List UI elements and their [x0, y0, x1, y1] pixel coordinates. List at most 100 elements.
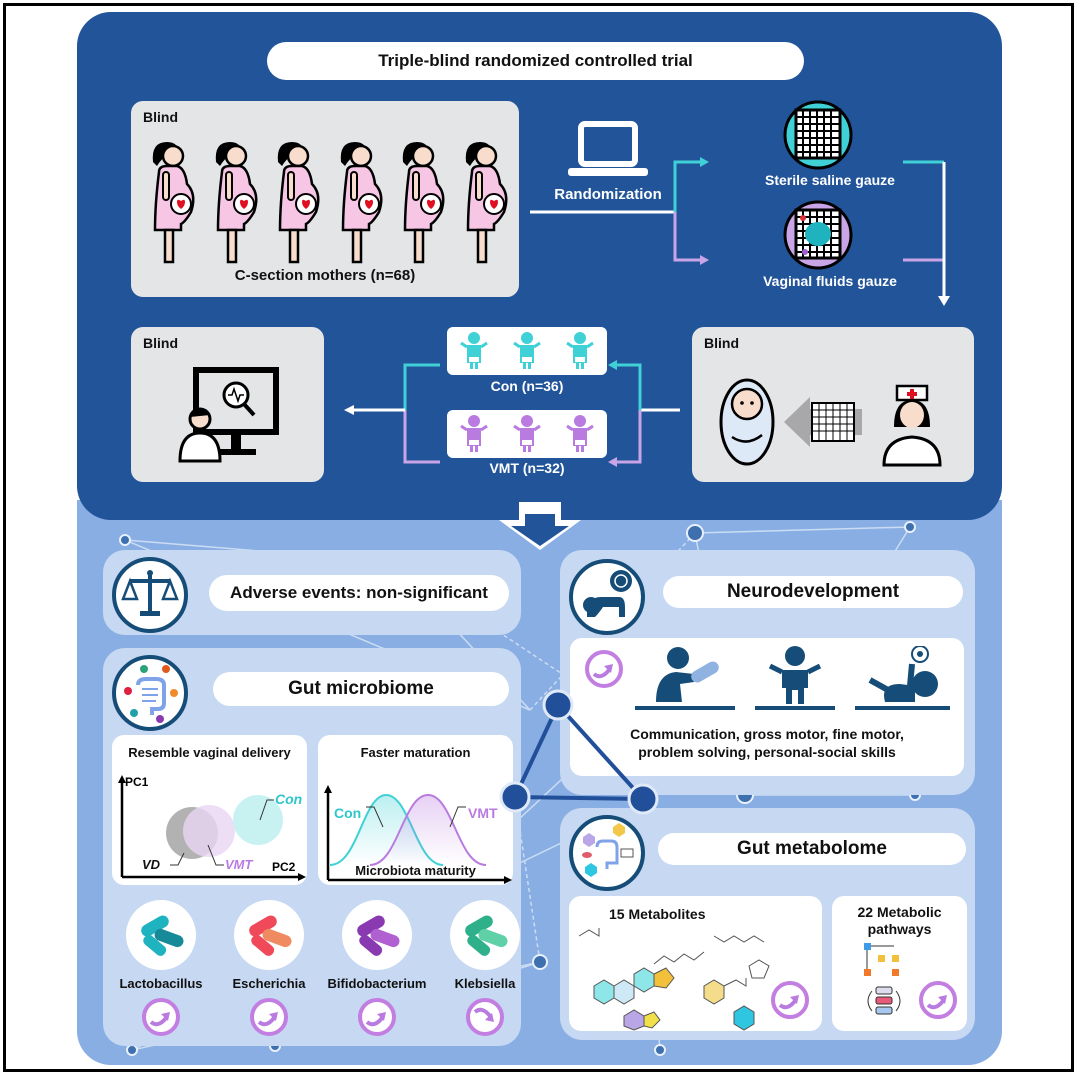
increase-arrow-icon — [585, 650, 623, 688]
lying-child-ball-icon — [855, 646, 950, 710]
standing-child-icon — [755, 646, 835, 710]
escherichia-icon — [234, 900, 304, 970]
decrease-arrow-icon — [466, 998, 504, 1036]
pathway-diagram-icon — [864, 943, 901, 1015]
pca-legend-vmt: VMT — [225, 857, 253, 872]
con-group-label: Con (n=36) — [490, 378, 564, 394]
klebsiella-icon — [450, 900, 520, 970]
sitting-child-icon — [635, 647, 735, 710]
network-node-large — [499, 781, 531, 813]
network-node — [904, 521, 916, 533]
pca-x-axis-label: PC2 — [272, 860, 296, 874]
nurse-icon — [882, 384, 942, 467]
adverse-events-label: Adverse events: non-significant — [209, 575, 509, 611]
randomization-label: Randomization — [554, 186, 662, 203]
pregnant-mother-icon — [277, 142, 320, 264]
pathways-label-line-2: pathways — [867, 921, 932, 937]
down-arrow-icon — [499, 502, 581, 550]
assessment-box: Blind — [131, 327, 324, 482]
infant-icon — [566, 415, 595, 452]
con-infants-row — [447, 327, 607, 375]
maturation-x-axis-label: Microbiota maturity — [355, 863, 476, 878]
vmt-infants-box — [447, 410, 607, 458]
network-node-large — [627, 783, 659, 815]
metabolite-structures-illustration — [578, 928, 770, 1031]
neurodevelopment-card: Neurodevelopment — [560, 550, 975, 795]
con-cluster — [233, 795, 283, 845]
skills-panel: Communication, gross motor, fine motor, … — [570, 638, 964, 776]
skills-line-1: Communication, gross motor, fine motor, — [630, 726, 904, 742]
taxa-row: Lactobacillus Escherichia Bifidobacteriu… — [103, 900, 521, 1040]
vmt-group-label: VMT (n=32) — [489, 460, 565, 476]
pregnant-mother-icon — [465, 142, 508, 264]
vaginal-gauze-label: Vaginal fluids gauze — [763, 273, 897, 289]
laptop-icon — [568, 121, 648, 176]
infant-icon — [459, 415, 488, 452]
page-title: Triple-blind randomized controlled trial — [267, 42, 804, 80]
taxon-name: Klebsiella — [454, 976, 516, 991]
pca-legend-vd: VD — [142, 857, 161, 872]
lactobacillus-icon — [126, 900, 196, 970]
infant-icon — [459, 332, 488, 369]
maturation-title: Faster maturation — [360, 745, 471, 760]
con-infants-box — [447, 327, 607, 375]
gut-metabolome-card: Gut metabolome 15 Metabolites — [560, 808, 975, 1040]
saline-gauze-label: Sterile saline gauze — [765, 172, 895, 188]
blind-label: Blind — [143, 109, 178, 125]
adverse-events-card: Adverse events: non-significant — [103, 550, 521, 635]
gut-metabolome-label: Gut metabolome — [658, 833, 966, 865]
milestone-illustrations — [635, 646, 950, 710]
intervention-box: Blind — [692, 327, 974, 482]
saline-gauze-icon — [783, 100, 853, 170]
increase-arrow-icon — [771, 981, 809, 1019]
infant-icon — [566, 332, 595, 369]
metabolome-icon — [569, 815, 645, 891]
pathways-label-line-1: 22 Metabolic — [857, 904, 942, 920]
arms-group: Sterile saline gauze Vaginal fluids gauz… — [760, 100, 960, 300]
pca-legend-con: Con — [275, 791, 303, 807]
network-node — [532, 954, 548, 970]
gut-microbiome-label: Gut microbiome — [213, 672, 509, 706]
increase-arrow-icon — [142, 998, 180, 1036]
taxon-name: Lactobacillus — [119, 976, 203, 991]
maturation-panel: Faster maturation Con VMT Microbiota mat… — [318, 735, 513, 885]
network-node — [686, 524, 704, 542]
metabolites-panel: 15 Metabolites — [569, 896, 822, 1031]
neurodevelopment-label: Neurodevelopment — [663, 576, 963, 608]
skills-line-2: problem solving, personal-social skills — [638, 744, 896, 760]
pregnant-mother-icon — [340, 142, 383, 264]
vmt-infants-row — [447, 410, 607, 458]
enrollment-caption: C-section mothers (n=68) — [234, 267, 416, 284]
increase-arrow-icon — [919, 981, 957, 1019]
blind-label: Blind — [143, 335, 178, 351]
vmt-curve — [369, 793, 487, 866]
infant-icon — [513, 415, 541, 452]
gut-microbes-icon — [112, 655, 188, 731]
researcher-monitor-icon — [178, 367, 279, 463]
taxon-item: Escherichia — [219, 900, 319, 1040]
enrollment-box: Blind — [131, 101, 519, 297]
pathways-panel: 22 Metabolic pathways — [832, 896, 967, 1031]
swaddled-infant-icon — [719, 378, 775, 466]
taxon-item: Bifidobacterium — [327, 900, 427, 1040]
scales-icon — [112, 557, 188, 633]
network-node — [119, 534, 131, 546]
mothers-row — [145, 134, 510, 264]
taxon-name: Bifidobacterium — [327, 976, 427, 991]
intervention-illustration — [719, 378, 942, 467]
crawling-baby-brain-icon — [569, 559, 645, 635]
pregnant-mother-icon — [403, 142, 445, 264]
flow-arrows-top — [344, 157, 950, 467]
taxon-name: Escherichia — [232, 976, 306, 991]
maturation-plot — [324, 785, 512, 884]
gut-microbiome-card: Gut microbiome Resemble vaginal delivery… — [103, 648, 521, 1046]
network-node-large — [542, 689, 574, 721]
pregnant-mother-icon — [215, 142, 258, 264]
pca-plot — [118, 775, 306, 881]
network-node — [654, 1044, 666, 1056]
blind-label: Blind — [704, 335, 739, 351]
infant-icon — [513, 332, 541, 369]
increase-arrow-icon — [358, 998, 396, 1036]
pca-panel: Resemble vaginal delivery PC1 PC2 VD VMT… — [112, 735, 307, 885]
